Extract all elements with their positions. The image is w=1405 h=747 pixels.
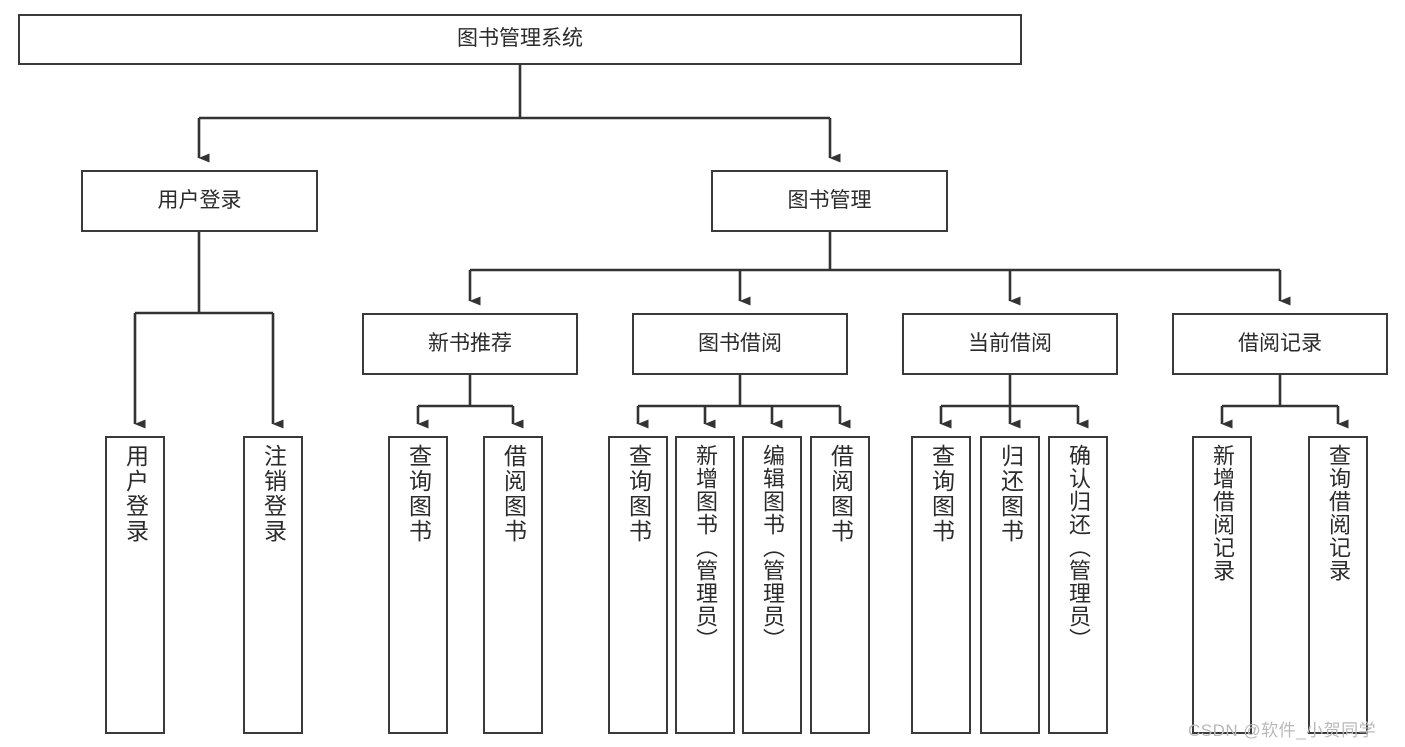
node-borrow-record-label: 借阅记录 <box>1238 331 1322 355</box>
node-leaf-logout-login-label: 注销登录 <box>260 444 287 544</box>
node-root-label: 图书管理系统 <box>457 27 583 51</box>
node-leaf-query-book-2[interactable]: 查询图书 <box>608 436 668 734</box>
node-leaf-query-record[interactable]: 查询借阅记录 <box>1308 436 1368 734</box>
node-leaf-add-book-label: 新增图书（管理员） <box>693 444 718 651</box>
node-leaf-edit-book-label: 编辑图书（管理员） <box>760 444 785 651</box>
node-leaf-add-record-label: 新增借阅记录 <box>1210 444 1235 582</box>
node-leaf-add-book[interactable]: 新增图书（管理员） <box>675 436 735 734</box>
node-leaf-user-login[interactable]: 用户登录 <box>105 436 165 734</box>
node-leaf-return-book-label: 归还图书 <box>997 444 1024 544</box>
node-user-login-label: 用户登录 <box>157 188 242 212</box>
node-leaf-user-login-label: 用户登录 <box>122 444 149 544</box>
node-book-borrow[interactable]: 图书借阅 <box>632 313 848 375</box>
node-leaf-borrow-book-2-label: 借阅图书 <box>827 444 854 544</box>
node-leaf-logout-login[interactable]: 注销登录 <box>243 436 303 734</box>
node-root[interactable]: 图书管理系统 <box>18 14 1022 65</box>
node-current-borrow-label: 当前借阅 <box>968 331 1052 355</box>
node-leaf-add-record[interactable]: 新增借阅记录 <box>1192 436 1252 734</box>
csdn-watermark: CSDN @软件_小贺同学 <box>1188 721 1377 740</box>
node-leaf-edit-book[interactable]: 编辑图书（管理员） <box>742 436 802 734</box>
node-leaf-query-book-3-label: 查询图书 <box>928 444 955 544</box>
node-leaf-query-book-1[interactable]: 查询图书 <box>388 436 448 734</box>
node-leaf-confirm-return-label: 确认归还（管理员） <box>1066 444 1091 651</box>
node-book-management-label: 图书管理 <box>787 188 872 212</box>
node-borrow-record[interactable]: 借阅记录 <box>1172 313 1388 375</box>
node-leaf-borrow-book-1-label: 借阅图书 <box>500 444 527 544</box>
node-book-management[interactable]: 图书管理 <box>711 170 948 232</box>
node-leaf-query-book-1-label: 查询图书 <box>405 444 432 544</box>
node-leaf-return-book[interactable]: 归还图书 <box>980 436 1040 734</box>
node-leaf-query-book-2-label: 查询图书 <box>625 444 652 544</box>
node-leaf-borrow-book-1[interactable]: 借阅图书 <box>483 436 543 734</box>
node-leaf-query-book-3[interactable]: 查询图书 <box>911 436 971 734</box>
node-book-borrow-label: 图书借阅 <box>698 331 782 355</box>
node-user-login[interactable]: 用户登录 <box>81 170 318 232</box>
node-leaf-borrow-book-2[interactable]: 借阅图书 <box>810 436 870 734</box>
node-current-borrow[interactable]: 当前借阅 <box>902 313 1118 375</box>
node-new-book-recommend[interactable]: 新书推荐 <box>362 313 578 375</box>
node-new-book-recommend-label: 新书推荐 <box>428 331 512 355</box>
node-leaf-query-record-label: 查询借阅记录 <box>1326 444 1351 582</box>
node-leaf-confirm-return[interactable]: 确认归还（管理员） <box>1048 436 1108 734</box>
